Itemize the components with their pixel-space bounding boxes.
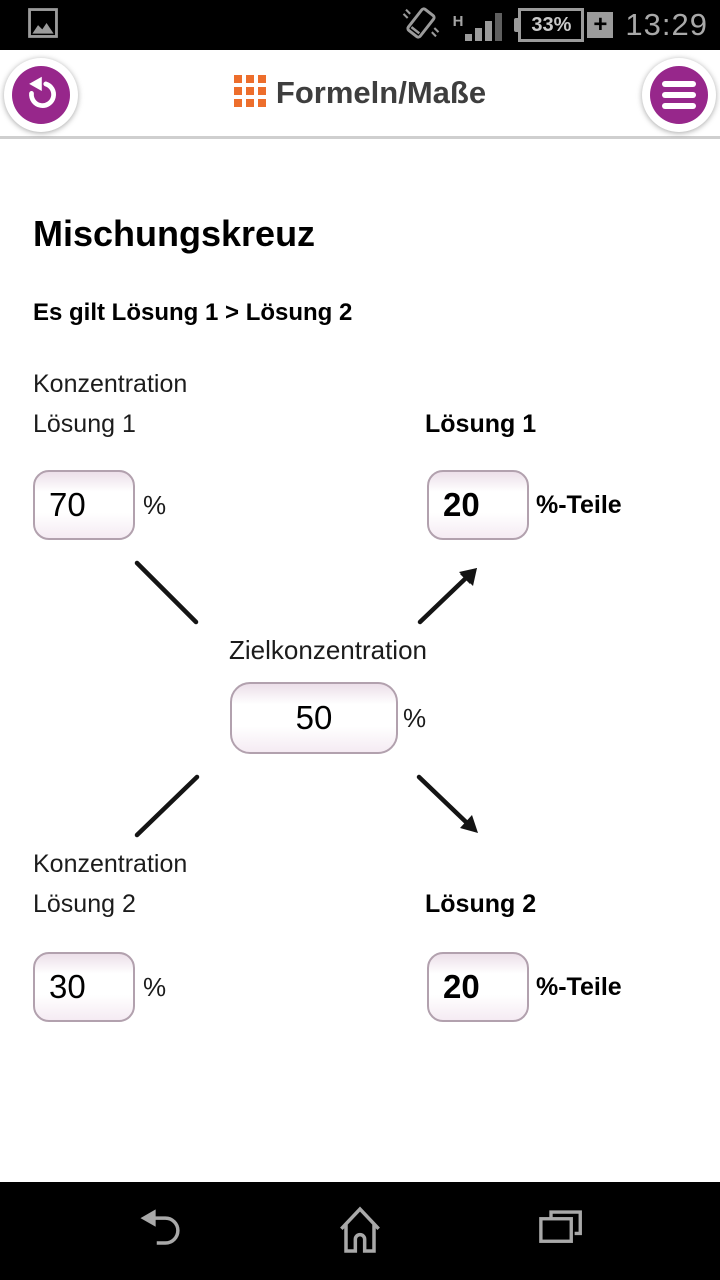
clock: 13:29 [625,7,708,42]
nav-recents-button[interactable] [500,1182,620,1280]
target-concentration-input[interactable] [230,682,398,754]
sol1-label-line1: Konzentration [33,370,188,398]
sol1-concentration-row: % [33,470,166,540]
battery-icon: 33% + [514,8,614,42]
gallery-notification-icon [26,6,60,45]
sol2-parts-unit-label: %-Teile [536,972,622,1001]
battery-percent: 33% [518,8,585,42]
sol1-concentration-input[interactable] [33,470,135,540]
grid-icon [233,74,266,112]
vibrate-icon [401,3,441,48]
nav-home-icon [332,1202,388,1261]
nav-back-icon [134,1204,186,1259]
android-nav-bar [0,1182,720,1280]
back-button[interactable] [4,58,78,132]
sol1-unit-label: % [143,489,167,520]
undo-arrow-icon [12,66,70,124]
sol2-concentration-input[interactable] [33,952,135,1022]
page-title-label: Formeln/Maße [275,75,487,110]
target-label: Zielkonzentration [229,635,427,665]
nav-back-button[interactable] [100,1182,220,1280]
sol2-label-line2: Lösung 2 [33,890,136,918]
battery-tip [514,18,519,32]
sol1-result-label: Lösung 1 [425,410,537,438]
status-bar: H 33% + 13:29 [0,0,720,50]
menu-button[interactable] [642,58,716,132]
sol2-concentration-row: % [33,952,166,1022]
signal-bars-icon [465,13,503,41]
sol1-label-line2: Lösung 1 [33,410,136,438]
sol1-parts-row: %-Teile [427,470,622,540]
sol2-result-label: Lösung 2 [425,890,537,918]
sol2-parts-input[interactable] [427,952,529,1022]
cross-arrow-bottom-right [416,774,478,833]
nav-recents-icon [533,1203,587,1260]
cross-line-top-left [134,560,199,625]
hamburger-icon [650,66,708,124]
cross-arrow-top-right [417,568,477,625]
target-unit-label: % [403,702,427,733]
mixing-cross-lines [134,560,478,838]
app-header: Formeln/Maße [0,50,720,139]
section-heading: Mischungskreuz [33,213,316,254]
sol1-parts-unit-label: %-Teile [536,490,622,519]
sol2-parts-row: %-Teile [427,952,622,1022]
sol2-label-line1: Konzentration [33,850,188,878]
page-title: Formeln/Maße [233,74,487,112]
network-type-label: H [452,13,464,30]
condition-note: Es gilt Lösung 1 > Lösung 2 [33,299,353,326]
cross-line-bottom-left [134,774,200,838]
sol2-unit-label: % [143,971,167,1002]
sol1-parts-input[interactable] [427,470,529,540]
target-row: % [230,682,426,754]
signal-strength-icon: H [453,9,503,41]
nav-home-button[interactable] [300,1182,420,1280]
battery-charging-icon: + [587,11,614,38]
mixing-cross-panel: Mischungskreuz Es gilt Lösung 1 > Lösung… [0,139,720,1182]
